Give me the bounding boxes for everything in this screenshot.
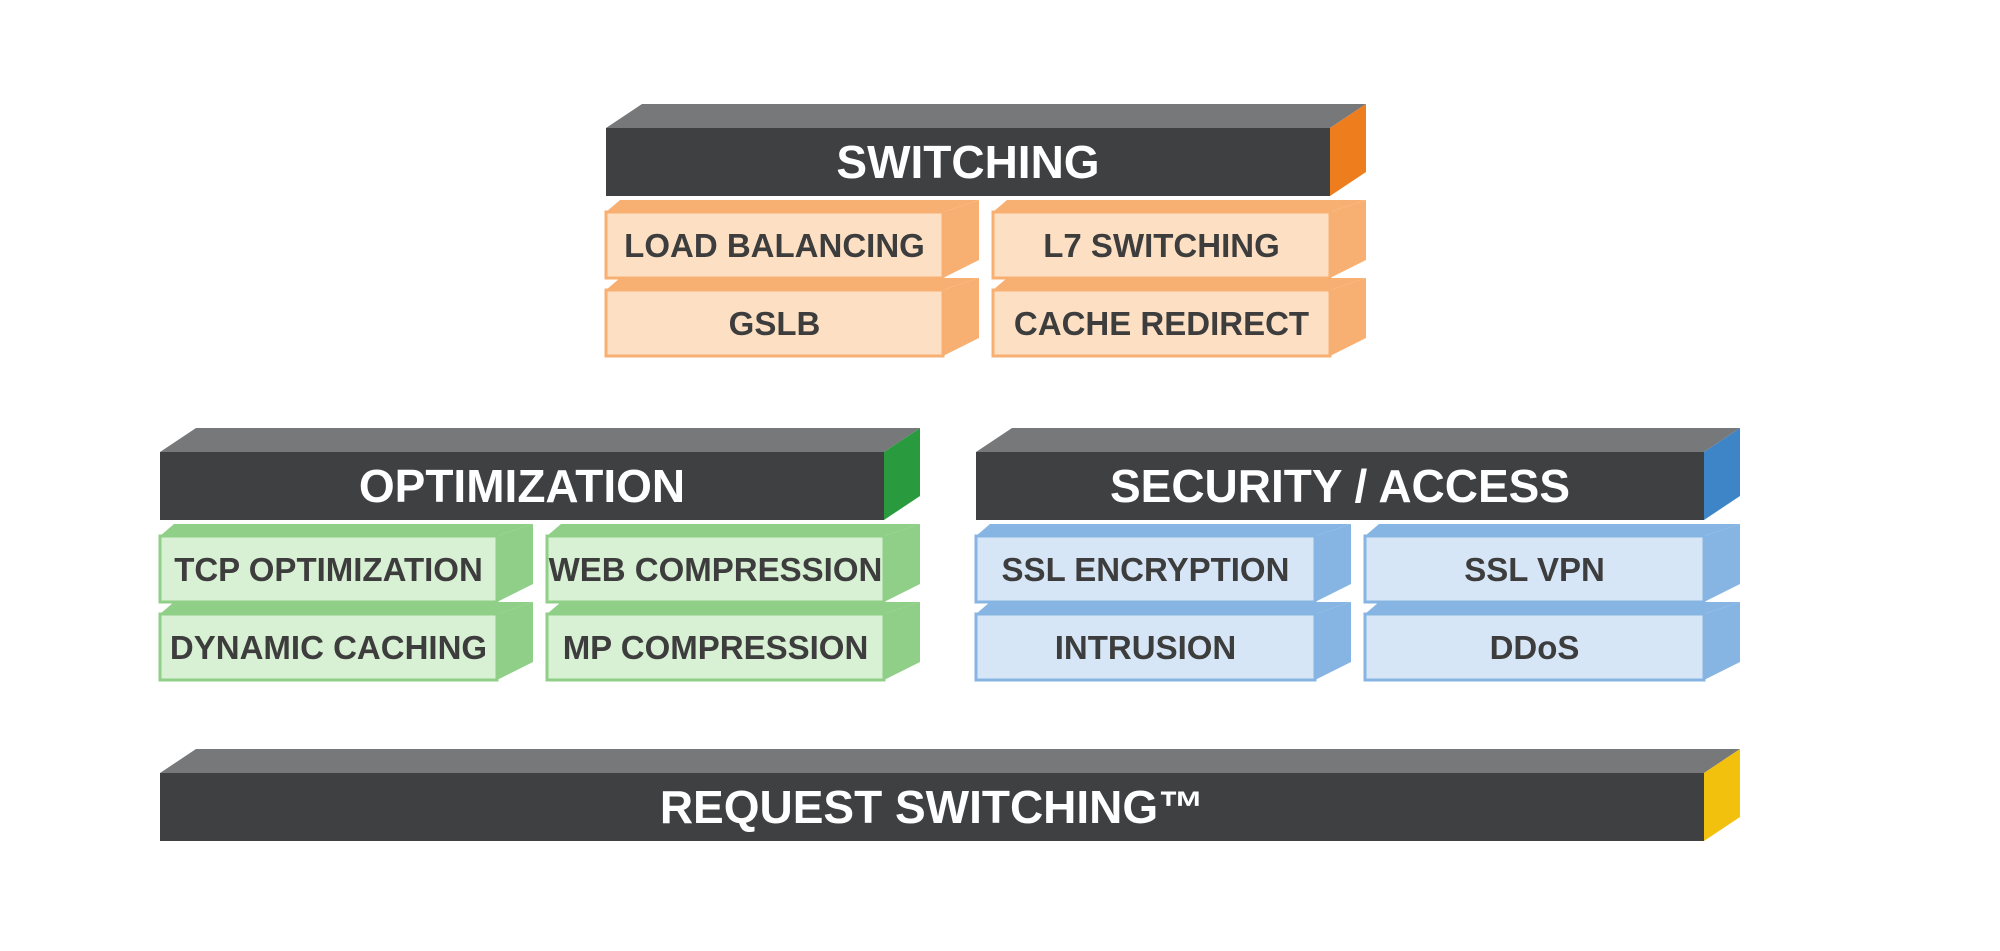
request-switching-bar-top-face (160, 749, 1740, 773)
cell-intrusion-front-face (974, 612, 1317, 682)
cell-l7-switching-top-face (993, 200, 1366, 212)
switching-bar-top-face (606, 104, 1366, 128)
cell-ddos-front-face (1363, 612, 1706, 682)
security-bar: SECURITY / ACCESS (976, 428, 1740, 520)
optimization-bar-top-face (160, 428, 920, 452)
request-switching-bar-accent-cap (1704, 749, 1740, 841)
cell-ssl-encryption: SSL ENCRYPTION (974, 524, 1351, 604)
cell-mp-compression-side-face (884, 602, 920, 680)
cell-dynamic-caching: DYNAMIC CACHING (158, 602, 533, 682)
request-switching-bar: REQUEST SWITCHING™ (160, 749, 1740, 841)
cell-mp-compression-top-face (547, 602, 920, 614)
cell-intrusion: INTRUSION (974, 602, 1351, 682)
cell-load-balancing-top-face (606, 200, 979, 212)
cell-web-compression: WEB COMPRESSION (545, 524, 920, 604)
request-switching-bar-front-face (160, 773, 1704, 841)
cell-web-compression-side-face (884, 524, 920, 602)
cell-gslb-front-face (604, 288, 945, 358)
cell-ddos: DDoS (1363, 602, 1740, 682)
cell-mp-compression-front-face (545, 612, 886, 682)
cell-intrusion-side-face (1315, 602, 1351, 680)
cell-cache-redirect-side-face (1330, 278, 1366, 356)
cell-l7-switching-label: L7 SWITCHING (1043, 227, 1280, 264)
cell-web-compression-label: WEB COMPRESSION (549, 551, 883, 588)
cell-gslb-side-face (943, 278, 979, 356)
cell-gslb: GSLB (604, 278, 979, 358)
optimization-bar: OPTIMIZATION (160, 428, 920, 520)
cell-l7-switching-side-face (1330, 200, 1366, 278)
cell-dynamic-caching-label: DYNAMIC CACHING (170, 629, 487, 666)
optimization-bar-title: OPTIMIZATION (359, 460, 685, 512)
cell-gslb-top-face (606, 278, 979, 290)
cell-dynamic-caching-side-face (497, 602, 533, 680)
cell-tcp-optimization: TCP OPTIMIZATION (158, 524, 533, 604)
cell-dynamic-caching-top-face (160, 602, 533, 614)
cell-ssl-vpn-side-face (1704, 524, 1740, 602)
cell-cache-redirect-front-face (991, 288, 1332, 358)
optimization-bar-front-face (160, 452, 884, 520)
cell-tcp-optimization-label: TCP OPTIMIZATION (174, 551, 483, 588)
cell-intrusion-top-face (976, 602, 1351, 614)
cell-web-compression-front-face (545, 534, 886, 604)
cell-gslb-label: GSLB (729, 305, 821, 342)
cell-tcp-optimization-side-face (497, 524, 533, 602)
cell-ddos-top-face (1365, 602, 1740, 614)
cell-ssl-encryption-side-face (1315, 524, 1351, 602)
cell-cache-redirect-top-face (993, 278, 1366, 290)
cell-ssl-vpn: SSL VPN (1363, 524, 1740, 604)
request-switching-bar-title: REQUEST SWITCHING™ (660, 781, 1204, 833)
cell-load-balancing-label: LOAD BALANCING (624, 227, 925, 264)
security-bar-title: SECURITY / ACCESS (1110, 460, 1570, 512)
security-bar-top-face (976, 428, 1740, 452)
cell-web-compression-top-face (547, 524, 920, 536)
cell-ssl-encryption-top-face (976, 524, 1351, 536)
cell-intrusion-label: INTRUSION (1055, 629, 1237, 666)
cell-load-balancing-side-face (943, 200, 979, 278)
security-bar-front-face (976, 452, 1704, 520)
security-bar-accent-cap (1704, 428, 1740, 520)
cell-tcp-optimization-top-face (160, 524, 533, 536)
cell-ddos-label: DDoS (1490, 629, 1580, 666)
cell-l7-switching: L7 SWITCHING (991, 200, 1366, 280)
cell-cache-redirect-label: CACHE REDIRECT (1014, 305, 1309, 342)
switching-bar-accent-cap (1330, 104, 1366, 196)
cell-ssl-vpn-label: SSL VPN (1464, 551, 1605, 588)
switching-bar-front-face (606, 128, 1330, 196)
cell-load-balancing-front-face (604, 210, 945, 280)
cell-mp-compression: MP COMPRESSION (545, 602, 920, 682)
cell-ddos-side-face (1704, 602, 1740, 680)
cell-load-balancing: LOAD BALANCING (604, 200, 979, 280)
optimization-bar-accent-cap (884, 428, 920, 520)
cell-cache-redirect: CACHE REDIRECT (991, 278, 1366, 358)
cell-ssl-vpn-top-face (1365, 524, 1740, 536)
switching-bar-title: SWITCHING (836, 136, 1099, 188)
cell-ssl-encryption-label: SSL ENCRYPTION (1002, 551, 1290, 588)
switching-bar: SWITCHING (606, 104, 1366, 196)
cell-ssl-vpn-front-face (1363, 534, 1706, 604)
cell-mp-compression-label: MP COMPRESSION (563, 629, 869, 666)
